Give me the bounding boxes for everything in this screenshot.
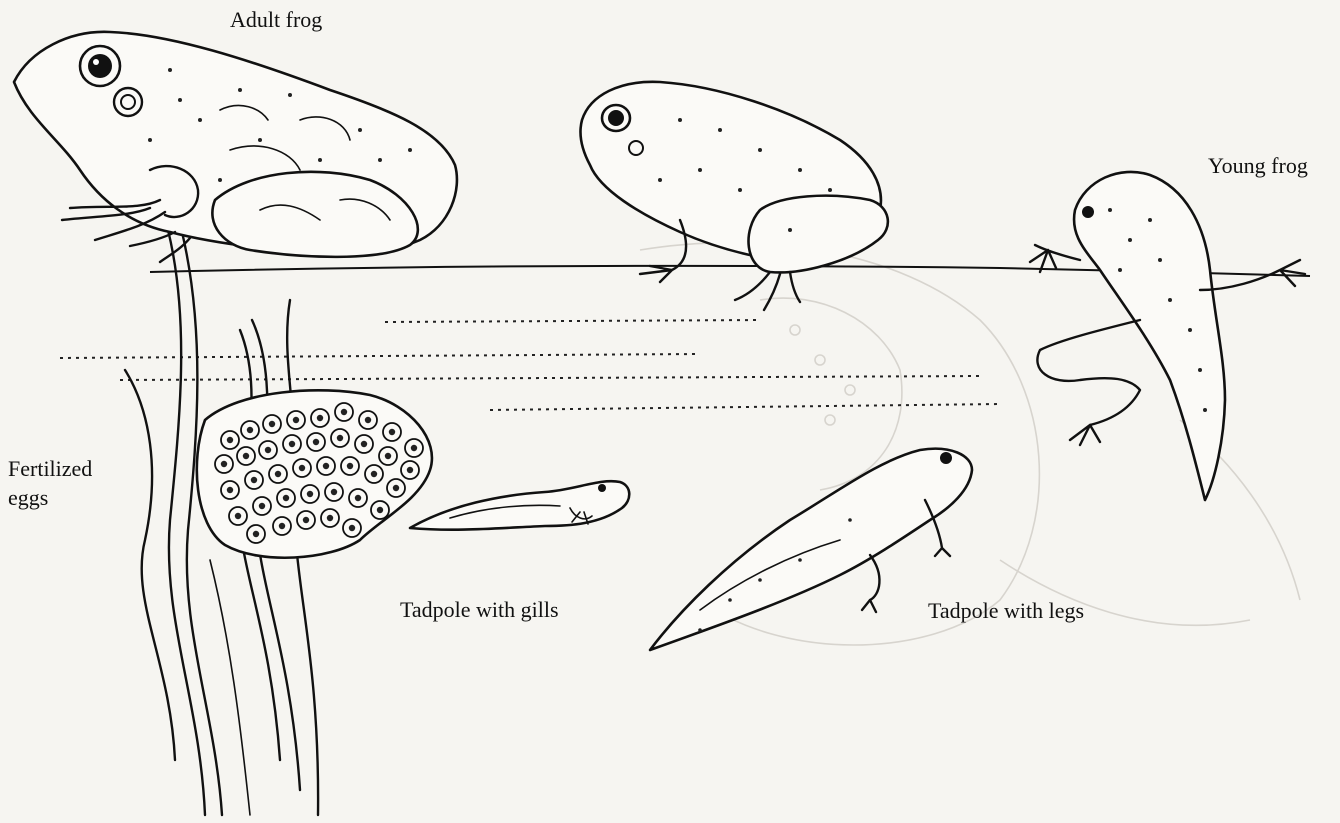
- label-adult-frog: Adult frog: [230, 7, 322, 33]
- young-frog-swimming-drawing: [1030, 172, 1305, 500]
- label-tadpole-with-gills: Tadpole with gills: [400, 597, 559, 623]
- tadpole-with-legs-drawing: [650, 449, 972, 650]
- label-fertilized-eggs-line1: Fertilized: [8, 456, 92, 482]
- label-tadpole-with-legs: Tadpole with legs: [928, 598, 1084, 624]
- young-frog-sitting-drawing: [580, 82, 887, 310]
- label-young-frog: Young frog: [1208, 153, 1308, 179]
- label-fertilized-eggs-line2: eggs: [8, 485, 48, 511]
- egg-mass: [197, 390, 432, 557]
- adult-frog-drawing: [14, 32, 457, 262]
- tadpole-with-gills-drawing: [410, 481, 629, 530]
